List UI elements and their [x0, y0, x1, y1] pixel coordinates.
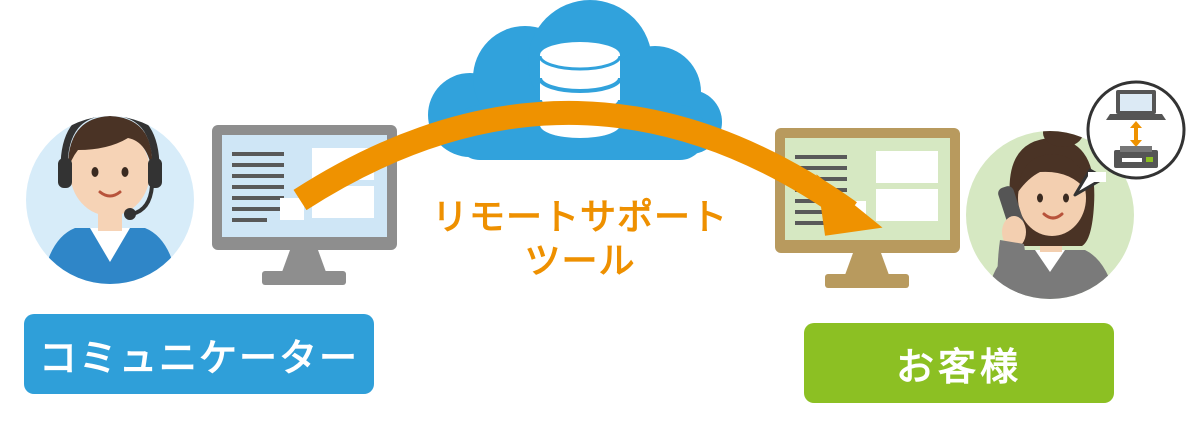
tool-label-line2: ツール [524, 241, 636, 282]
remote-connection-arrow-icon [293, 101, 883, 236]
customer-label: お客様 [804, 323, 1114, 403]
device-speech-bubble-icon [1073, 80, 1186, 197]
customer-label-text: お客様 [895, 344, 1022, 389]
sync-arrow-icon [1130, 121, 1142, 147]
communicator-label-text: コミュニケーター [38, 335, 359, 380]
printer-icon [1114, 146, 1158, 168]
customer-monitor-icon [775, 128, 960, 288]
laptop-icon [1106, 90, 1166, 120]
operator-avatar-icon [26, 116, 194, 284]
communicator-label: コミュニケーター [24, 314, 374, 394]
tool-label-line1: リモートサポート [431, 197, 728, 238]
